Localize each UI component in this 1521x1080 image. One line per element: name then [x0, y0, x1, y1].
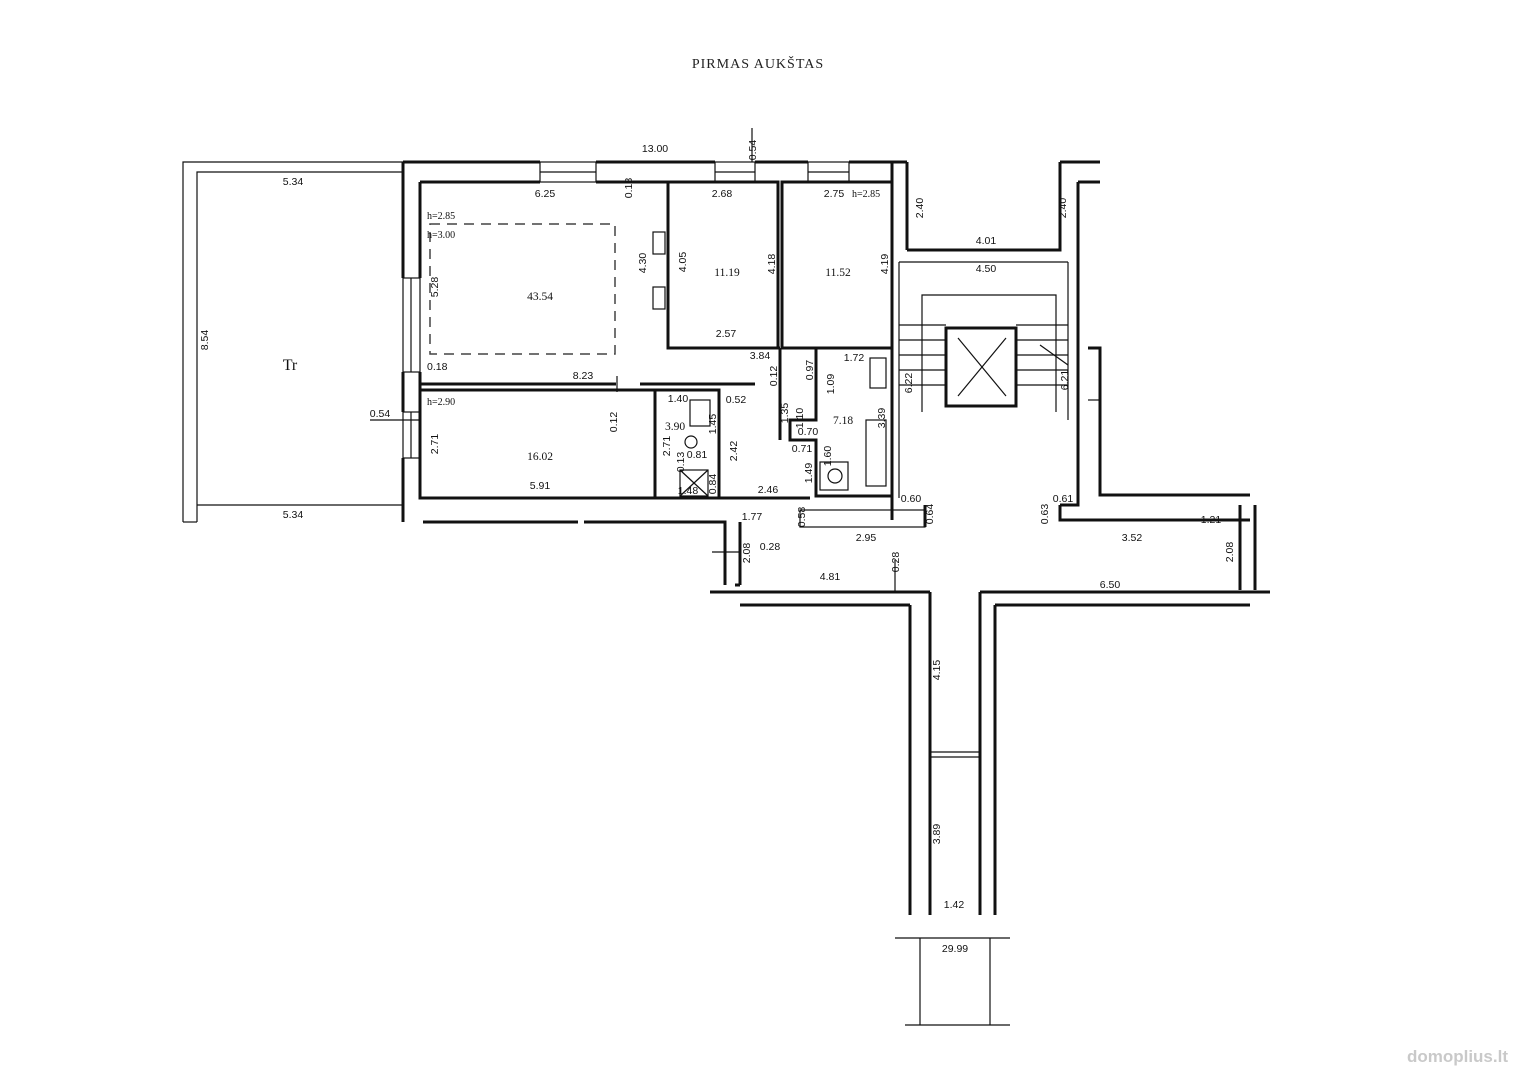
adjacent-building	[1058, 180, 1257, 590]
dim-bath-097: 0.97	[804, 360, 816, 381]
area-wc: 3.90	[665, 421, 685, 433]
height-living-b: h=3.00	[427, 230, 455, 241]
dim-295: 2.95	[856, 532, 877, 544]
dim-063: 0.63	[1039, 504, 1051, 525]
area-bath: 7.18	[833, 415, 853, 427]
dim-hall-246: 2.46	[758, 484, 779, 496]
dim-bedroom-b-right: 4.19	[879, 254, 891, 275]
dim-415: 4.15	[931, 660, 943, 681]
dim-064: 0.64	[924, 504, 936, 525]
bathroom	[788, 346, 892, 498]
dim-389: 3.89	[931, 824, 943, 845]
dim-bedroom-a-bottom: 2.57	[716, 328, 737, 340]
dim-142: 1.42	[944, 899, 965, 911]
dim-bath-top: 1.72	[844, 352, 865, 364]
dim-wall-012-a: 0.12	[768, 366, 780, 387]
dim-bath-160: 1.60	[822, 446, 834, 467]
dim-bedroom-a-left: 4.05	[677, 252, 689, 273]
dim-stair-side-b: 6.21	[1059, 370, 1071, 391]
dim-terrace-bottom: 5.34	[283, 509, 304, 521]
dim-481: 4.81	[820, 571, 841, 583]
dim-living-depth: 4.30	[637, 253, 649, 274]
dim-121: 1.21	[1201, 514, 1222, 526]
dim-wc-052: 0.52	[726, 394, 747, 406]
dim-total-width: 13.00	[642, 143, 668, 155]
dim-stair-left: 2.40	[914, 198, 926, 219]
dim-bedroom-a-top: 2.68	[712, 188, 733, 200]
dim-terrace-top: 5.34	[283, 176, 304, 188]
dim-wall-018-a: 0.18	[623, 178, 635, 199]
dim-061: 0.61	[1053, 493, 1074, 505]
area-living: 43.54	[527, 291, 553, 303]
dim-352: 3.52	[1122, 532, 1143, 544]
wc-room	[653, 388, 721, 500]
dim-bath-149: 1.49	[803, 463, 815, 484]
height-living-a: h=2.85	[427, 211, 455, 222]
dim-bedroom-c-width: 5.91	[530, 480, 551, 492]
dim-650: 6.50	[1100, 579, 1121, 591]
dim-bedroom-b-top: 2.75	[824, 188, 845, 200]
dim-wc-271: 2.71	[661, 436, 673, 457]
hall	[719, 348, 927, 587]
dim-058: 0.58	[796, 507, 808, 528]
outer-walls	[401, 160, 907, 585]
dim-bedroom-c-height: 2.71	[429, 434, 441, 455]
dim-wc-081: 0.81	[687, 449, 708, 461]
living-room	[420, 182, 780, 386]
dim-stair-side-a: 6.22	[903, 373, 915, 394]
dim-208-b: 2.08	[1224, 542, 1236, 563]
dim-060: 0.60	[901, 493, 922, 505]
area-bedroom-b: 11.52	[825, 267, 851, 279]
plan-title: PIRMAS AUKŠTAS	[692, 55, 824, 72]
dim-living-height: 5.28	[429, 277, 441, 298]
height-bedroom-b: h=2.85	[852, 189, 880, 200]
dim-wc-145: 1.45	[707, 414, 719, 435]
dim-wc-140: 1.40	[668, 393, 689, 405]
dim-wall-012-b: 0.12	[608, 412, 620, 433]
dim-bath-070: 0.70	[798, 426, 819, 438]
terrace-label: Tr	[283, 357, 298, 374]
dim-living-width: 6.25	[535, 188, 556, 200]
dim-stair-width-a: 4.01	[976, 235, 997, 247]
dim-stair-width-b: 4.50	[976, 263, 997, 275]
dim-terrace-height: 8.54	[199, 330, 211, 351]
dim-208-a: 2.08	[741, 543, 753, 564]
dim-wc-148: 1.48	[678, 485, 699, 497]
area-bedroom-a: 11.19	[714, 267, 740, 279]
dim-028-a: 0.28	[760, 541, 781, 553]
dim-bath-339: 3.39	[876, 408, 888, 429]
dim-stair-right: 2.40	[1057, 198, 1069, 219]
dimension-ticks	[370, 128, 896, 592]
dim-bath-071: 0.71	[792, 443, 813, 455]
dim-bath-110: 1.10	[794, 408, 806, 429]
dim-wall-054-left: 0.54	[370, 408, 391, 420]
dim-028-b: 0.28	[890, 552, 902, 573]
area-bedroom-c: 16.02	[527, 451, 553, 463]
dim-wall-054-top: 0.54	[747, 140, 759, 161]
dim-total-area: 29.99	[942, 943, 968, 955]
terrace	[182, 161, 403, 523]
dim-wall-018-b: 0.18	[427, 361, 448, 373]
watermark-logo: domoplius.lt	[1407, 1047, 1508, 1066]
dim-bedroom-a-right: 4.18	[766, 254, 778, 275]
height-bedroom-c: h=2.90	[427, 397, 455, 408]
dim-wc-084: 0.84	[707, 474, 719, 495]
dim-bath-109: 1.09	[825, 374, 837, 395]
dim-bath-135: 1.35	[779, 403, 791, 424]
lower-corridor	[710, 590, 1270, 1026]
dim-hall-384: 3.84	[750, 350, 771, 362]
bedrooms-top	[666, 162, 909, 520]
dim-corridor-823: 8.23	[573, 370, 594, 382]
dim-wc-013: 0.13	[675, 452, 687, 473]
dim-hall-242: 2.42	[728, 441, 740, 462]
stairwell	[898, 160, 1100, 507]
dim-177: 1.77	[742, 511, 763, 523]
